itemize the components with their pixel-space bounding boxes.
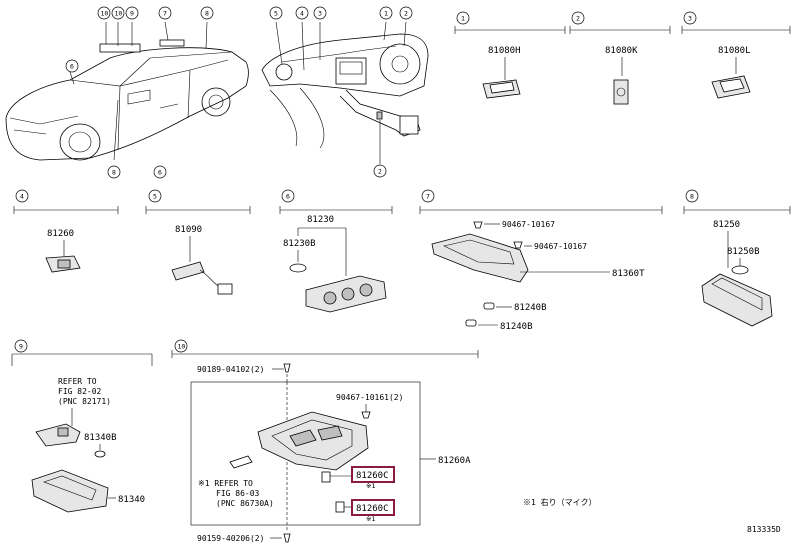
part-90159-40206[interactable]: 90159-40206(2) [197,534,264,543]
footnote: ※1 右り（マイク） [523,497,596,507]
section-2: 2 81080K [569,11,671,105]
refer-note-10-line3: (PNC 86730A) [216,499,274,508]
part-81230[interactable]: 81230 [307,215,334,225]
part-81340[interactable]: 81340 [118,495,145,505]
section-5: 5 81090 [145,189,251,295]
dash-callout-2-top: 2 [399,6,413,20]
section-7: 7 90467-10167 90467-10167 81360T 81240B … [419,189,663,332]
car-callout-6: 6 [65,59,79,73]
car-callout-10b: 10 [111,6,125,20]
section-3: 3 81080L [681,11,791,99]
part-81340B[interactable]: 81340B [84,433,117,443]
part-81260[interactable]: 81260 [47,229,74,239]
section-10: 10 90189-04102(2) 90467-10161(2) 81260A … [171,339,479,543]
car-callout-9: 9 [125,6,139,20]
section-4: 4 81260 [13,189,119,273]
svg-text:8: 8 [205,10,209,18]
refer-note-10-line2: FIG 86-03 [216,489,260,498]
part-90467-10161[interactable]: 90467-10161(2) [336,393,403,402]
svg-text:1: 1 [384,10,388,18]
part-81080K[interactable]: 81080K [605,46,638,56]
section-1: 1 81080H [454,11,566,99]
section-8: 8 81250 81250B [683,189,791,327]
sub-label-1: ※1 [366,482,375,490]
part-81260C-b[interactable]: 81260C [356,504,389,514]
car-callout-8-bottom: 8 [107,165,121,179]
section-6: 6 81230 81230B [279,189,393,313]
part-81250[interactable]: 81250 [713,220,740,230]
sub-label-2: ※1 [366,515,375,523]
svg-text:4: 4 [20,193,24,201]
refer-note-10-line1: ※1 REFER TO [198,479,253,488]
dash-callout-4: 4 [295,6,309,20]
svg-text:2: 2 [378,168,382,176]
svg-text:7: 7 [163,10,167,18]
refer-note-line1: REFER TO [58,377,97,386]
svg-text:8: 8 [690,193,694,201]
part-81090[interactable]: 81090 [175,225,202,235]
part-81360T[interactable]: 81360T [612,269,645,279]
svg-text:10: 10 [101,10,109,18]
car-callout-7: 7 [158,6,172,20]
car-callout-8-top: 8 [200,6,214,20]
highlight-81260C-a [351,466,395,483]
part-81080L[interactable]: 81080L [718,46,751,56]
svg-text:9: 9 [130,10,134,18]
dash-callout-3: 3 [313,6,327,20]
dashboard-illustration [261,21,429,164]
svg-text:5: 5 [153,193,157,201]
car-callout-10a: 10 [97,6,111,20]
section-9: 9 REFER TO FIG 82-02 (PNC 82171) 81340B … [11,339,153,513]
svg-text:1: 1 [461,15,465,23]
svg-text:7: 7 [426,193,430,201]
svg-text:2: 2 [576,15,580,23]
svg-text:9: 9 [19,343,23,351]
part-81080H[interactable]: 81080H [488,46,521,56]
part-81250B[interactable]: 81250B [727,247,760,257]
part-81240B-b[interactable]: 81240B [500,322,533,332]
svg-text:2: 2 [404,10,408,18]
svg-text:6: 6 [286,193,290,201]
svg-text:10: 10 [178,343,186,351]
svg-text:5: 5 [274,10,278,18]
svg-text:6: 6 [70,63,74,71]
part-90189-04102[interactable]: 90189-04102(2) [197,365,264,374]
refer-note-line2: FIG 82-02 [58,387,102,396]
part-81240B-a[interactable]: 81240B [514,303,547,313]
highlight-81260C-b [351,499,395,516]
svg-text:6: 6 [158,169,162,177]
part-81260A[interactable]: 81260A [438,456,471,466]
dash-callout-2-bottom: 2 [373,164,387,178]
vehicle-overview-illustration [5,21,249,161]
svg-text:4: 4 [300,10,304,18]
dash-callout-1: 1 [379,6,393,20]
dash-callout-5: 5 [269,6,283,20]
part-81230B[interactable]: 81230B [283,239,316,249]
svg-text:10: 10 [115,10,123,18]
car-callout-6-bottom: 6 [153,165,167,179]
svg-text:8: 8 [112,169,116,177]
figure-id: 813335D [747,525,781,534]
part-90467-10167-b[interactable]: 90467-10167 [534,242,587,251]
part-90467-10167-a[interactable]: 90467-10167 [502,220,555,229]
refer-note-line3: (PNC 82171) [58,397,111,406]
part-81260C-a[interactable]: 81260C [356,471,389,481]
svg-text:3: 3 [688,15,692,23]
svg-text:3: 3 [318,10,322,18]
